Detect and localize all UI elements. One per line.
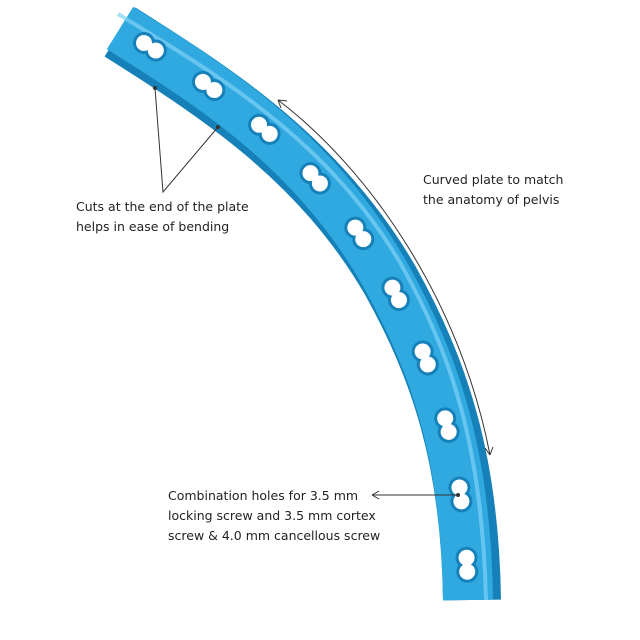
combination-hole: [191, 70, 226, 102]
annotation-line: Cuts at the end of the plate: [76, 199, 249, 214]
combination-hole: [299, 162, 331, 195]
curvature-arrow: [277, 99, 491, 456]
combination-hole: [248, 113, 281, 145]
combination-hole: [133, 31, 167, 62]
cuts-annotation: Cuts at the end of the plate helps in ea…: [76, 197, 249, 237]
combination-hole: [411, 340, 439, 376]
annotation-line: locking screw and 3.5 mm cortex: [168, 508, 376, 523]
combination-hole: [434, 407, 460, 443]
combination-hole: [448, 476, 473, 513]
combination-hole: [381, 276, 410, 312]
cut-marker: [216, 125, 220, 129]
combination-holes: [133, 31, 479, 583]
annotation-line: Curved plate to match: [423, 172, 564, 187]
annotation-line: Combination holes for 3.5 mm: [168, 488, 359, 503]
arrow-head-icon: [484, 446, 494, 456]
arrow-head-icon: [277, 99, 288, 109]
annotation-line: screw & 4.0 mm cancellous screw: [168, 528, 381, 543]
annotation-line: the anatomy of pelvis: [423, 192, 560, 207]
annotation-line: helps in ease of bending: [76, 219, 230, 234]
hole-marker: [456, 493, 460, 497]
holes-annotation: Combination holes for 3.5 mm locking scr…: [168, 486, 380, 546]
cuts-leader-lines: [154, 87, 219, 194]
combination-hole: [455, 546, 479, 583]
cut-marker: [153, 86, 157, 90]
arrow-head-icon: [371, 490, 380, 500]
curved-annotation: Curved plate to match the anatomy of pel…: [423, 170, 563, 210]
combination-hole: [344, 216, 375, 251]
plate-highlight: [116, 12, 488, 601]
